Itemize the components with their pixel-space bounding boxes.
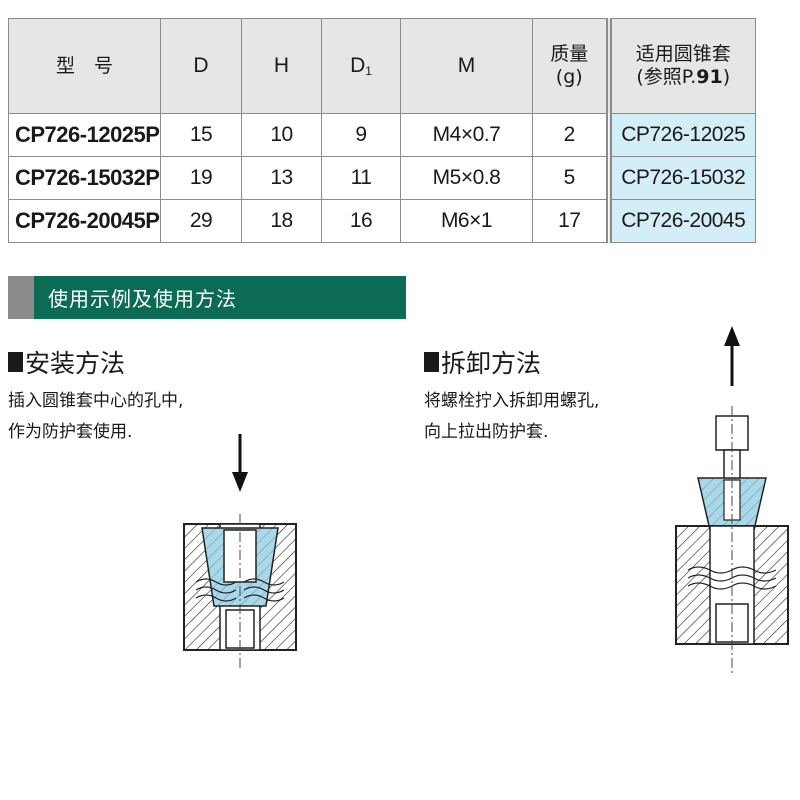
cell-cone: CP726-12025 bbox=[608, 113, 756, 157]
header-d: D bbox=[160, 18, 242, 114]
cell-d: 15 bbox=[160, 113, 242, 157]
spec-table: 型 号 D H D1 M 质量(g) 适用圆锥套(参照P.91) CP726-1… bbox=[8, 18, 756, 243]
install-title: 安装方法 bbox=[25, 349, 126, 378]
square-bullet-icon bbox=[8, 352, 23, 372]
cell-mass: 5 bbox=[532, 156, 612, 200]
cell-d1: 11 bbox=[321, 156, 401, 200]
remove-method: 拆卸方法 将螺栓拧入拆卸用螺孔, 向上拉出防护套. bbox=[424, 344, 599, 448]
cell-h: 13 bbox=[241, 156, 322, 200]
header-cone-ref-prefix: (参照P. bbox=[636, 66, 697, 88]
cell-d1: 16 bbox=[321, 199, 401, 243]
cell-model: CP726-12025P bbox=[8, 113, 161, 157]
cell-h: 18 bbox=[241, 199, 322, 243]
header-cone-ref-page: 91 bbox=[696, 66, 723, 88]
section-header-bar: 使用示例及使用方法 bbox=[8, 276, 406, 319]
table-row: CP726-12025P 15 10 9 M4×0.7 2 CP726-1202… bbox=[8, 113, 756, 157]
install-line-2: 作为防护套使用. bbox=[8, 422, 133, 442]
table-header-row: 型 号 D H D1 M 质量(g) 适用圆锥套(参照P.91) bbox=[8, 18, 756, 114]
section-tab-marker bbox=[8, 276, 34, 319]
cell-model: CP726-15032P bbox=[8, 156, 161, 200]
install-method: 安装方法 插入圆锥套中心的孔中, 作为防护套使用. bbox=[8, 344, 183, 448]
header-d1-main: D bbox=[350, 54, 366, 78]
cell-model: CP726-20045P bbox=[8, 199, 161, 243]
header-d1-sub: 1 bbox=[365, 64, 372, 79]
spring-coils bbox=[687, 566, 777, 590]
remove-line-1: 将螺栓拧入拆卸用螺孔, bbox=[424, 391, 600, 411]
cell-cone: CP726-20045 bbox=[608, 199, 756, 243]
cell-d1: 9 bbox=[321, 113, 401, 157]
table-row: CP726-20045P 29 18 16 M6×1 17 CP726-2004… bbox=[8, 199, 756, 243]
install-heading: 安装方法 bbox=[8, 344, 183, 380]
install-diagram bbox=[178, 430, 303, 675]
square-bullet-icon bbox=[424, 352, 439, 372]
cell-cone: CP726-15032 bbox=[608, 156, 756, 200]
install-cross-section bbox=[183, 434, 297, 670]
cell-m: M4×0.7 bbox=[400, 113, 533, 157]
install-line-1: 插入圆锥套中心的孔中, bbox=[8, 391, 184, 411]
header-mass-unit: (g) bbox=[555, 66, 583, 88]
down-arrow-icon bbox=[232, 434, 248, 492]
cell-mass: 17 bbox=[532, 199, 612, 243]
table-row: CP726-15032P 19 13 11 M5×0.8 5 CP726-150… bbox=[8, 156, 756, 200]
header-cone: 适用圆锥套(参照P.91) bbox=[608, 18, 756, 114]
cell-d: 19 bbox=[160, 156, 242, 200]
up-arrow-icon bbox=[724, 326, 740, 386]
cell-m: M5×0.8 bbox=[400, 156, 533, 200]
cell-mass: 2 bbox=[532, 113, 612, 157]
header-model: 型 号 bbox=[8, 18, 161, 114]
section-title: 使用示例及使用方法 bbox=[48, 287, 237, 311]
cell-d: 29 bbox=[160, 199, 242, 243]
spring-coils bbox=[195, 578, 285, 602]
header-mass-label: 质量 bbox=[550, 43, 589, 66]
header-cone-label: 适用圆锥套 bbox=[635, 43, 731, 66]
remove-heading: 拆卸方法 bbox=[424, 344, 599, 380]
header-d1: D1 bbox=[321, 18, 401, 114]
header-mass: 质量(g) bbox=[532, 18, 612, 114]
remove-line-2: 向上拉出防护套. bbox=[424, 422, 549, 442]
remove-cross-section bbox=[675, 326, 789, 676]
header-h: H bbox=[241, 18, 322, 114]
header-m: M bbox=[400, 18, 533, 114]
cell-h: 10 bbox=[241, 113, 322, 157]
remove-title: 拆卸方法 bbox=[441, 349, 542, 378]
cell-m: M6×1 bbox=[400, 199, 533, 243]
remove-diagram bbox=[668, 320, 796, 680]
header-cone-ref-suffix: ) bbox=[722, 66, 731, 88]
